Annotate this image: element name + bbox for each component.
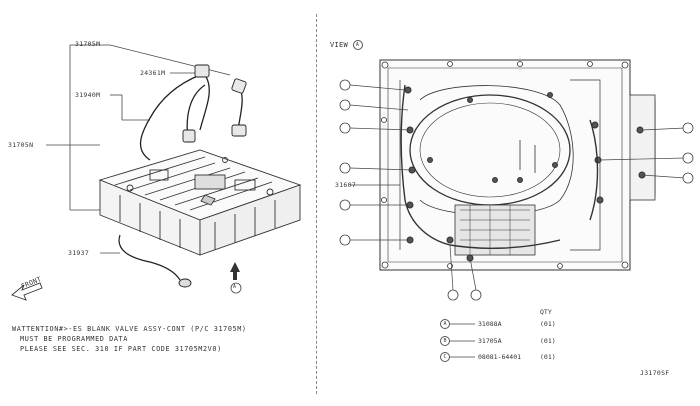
legend-mark-c: C	[440, 352, 450, 362]
legend-qty-b: (01)	[540, 337, 556, 345]
wiring-harness	[139, 74, 243, 161]
callout-31705m: 31705M	[75, 40, 101, 48]
legend-leaders	[450, 323, 475, 358]
lower-connector	[178, 278, 192, 288]
control-valve-body	[98, 149, 302, 256]
legend-code-a: 31088A	[478, 320, 502, 328]
note-line-2: MUST BE PROGRAMMED DATA	[20, 335, 128, 343]
legend-code-c: 08081-64401	[478, 353, 522, 361]
view-letter-circle: A	[352, 40, 363, 50]
legend-row-b: B	[440, 336, 450, 346]
callout-31937: 31937	[68, 249, 90, 257]
harness-connectors	[182, 64, 247, 143]
callout-24361m: 24361M	[140, 69, 166, 77]
legend-code-b: 31705A	[478, 337, 502, 345]
view-a-marker: A	[233, 284, 237, 290]
part-label-31607: 31607	[335, 181, 357, 189]
right-callout-circles	[339, 79, 694, 301]
legend-qty-c: (01)	[540, 353, 556, 361]
legend-row-a: A	[440, 319, 450, 329]
legend-row-c: C	[440, 352, 450, 362]
qty-header: QTY	[540, 308, 552, 316]
note-line-1: WATTENTION#>-ES BLANK VALVE ASSY-CONT (P…	[12, 325, 247, 333]
view-a-plate	[379, 59, 656, 271]
view-title: VIEW A	[330, 40, 363, 50]
section-divider	[316, 14, 317, 394]
view-title-text: VIEW	[330, 41, 349, 49]
view-a-arrow-icon	[230, 262, 242, 294]
note-line-3: PLEASE SEE SEC. 310 IF PART CODE 31705M2…	[20, 345, 222, 353]
left-leader-lines	[46, 44, 231, 254]
reference-code: J3170SF	[640, 369, 670, 377]
legend-mark-b: B	[440, 336, 450, 346]
legend-mark-a: A	[440, 319, 450, 329]
callout-31705n: 31705N	[8, 141, 34, 149]
lower-harness-31937	[118, 234, 181, 281]
front-arrow-icon	[11, 282, 43, 301]
right-leader-lines	[349, 84, 686, 291]
callout-31940m: 31940M	[75, 91, 101, 99]
legend-qty-a: (01)	[540, 320, 556, 328]
